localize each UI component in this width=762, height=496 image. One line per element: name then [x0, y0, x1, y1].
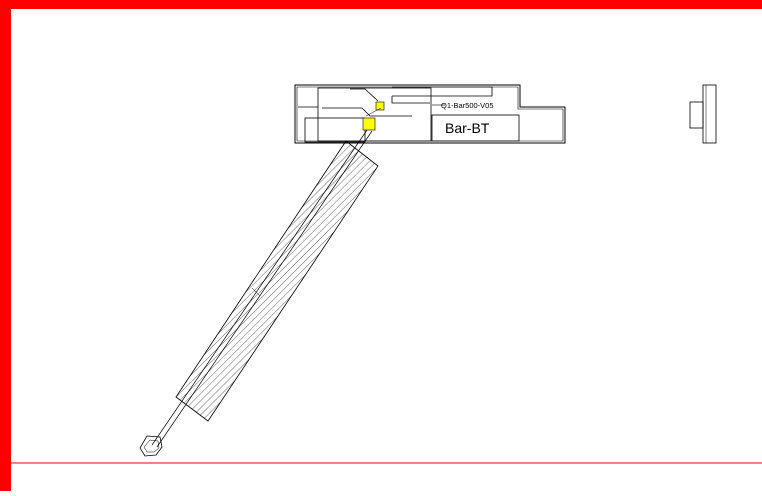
cable-stub [365, 107, 382, 117]
pcb-outline [294, 84, 566, 144]
feed-pad [375, 101, 385, 111]
label-area [431, 114, 520, 142]
module-area [317, 87, 432, 142]
border-top [0, 0, 762, 9]
pcb-board [294, 84, 566, 144]
part-number-label: Q1-Bar500-V05 [441, 101, 494, 110]
sleeve-mark [251, 287, 261, 297]
connector-inner [143, 439, 160, 453]
side-view [689, 84, 717, 144]
connector-pad-area [304, 117, 366, 143]
antenna-trace-top [392, 86, 493, 97]
border-left [0, 0, 11, 491]
signal-trace-upper [350, 88, 379, 102]
signal-trace-lower [322, 107, 412, 117]
antenna-trace-feed [391, 96, 430, 104]
heat-shrink-sleeve [175, 140, 379, 422]
side-view-tab [689, 101, 704, 129]
connector-body [139, 435, 163, 457]
board-name-label: Bar-BT [445, 120, 490, 136]
sleeve-body [175, 140, 379, 422]
connector-pad [362, 117, 376, 131]
cable-end-connector [139, 435, 163, 457]
side-view-body [702, 84, 717, 144]
pcb-outline-inner [296, 86, 564, 142]
